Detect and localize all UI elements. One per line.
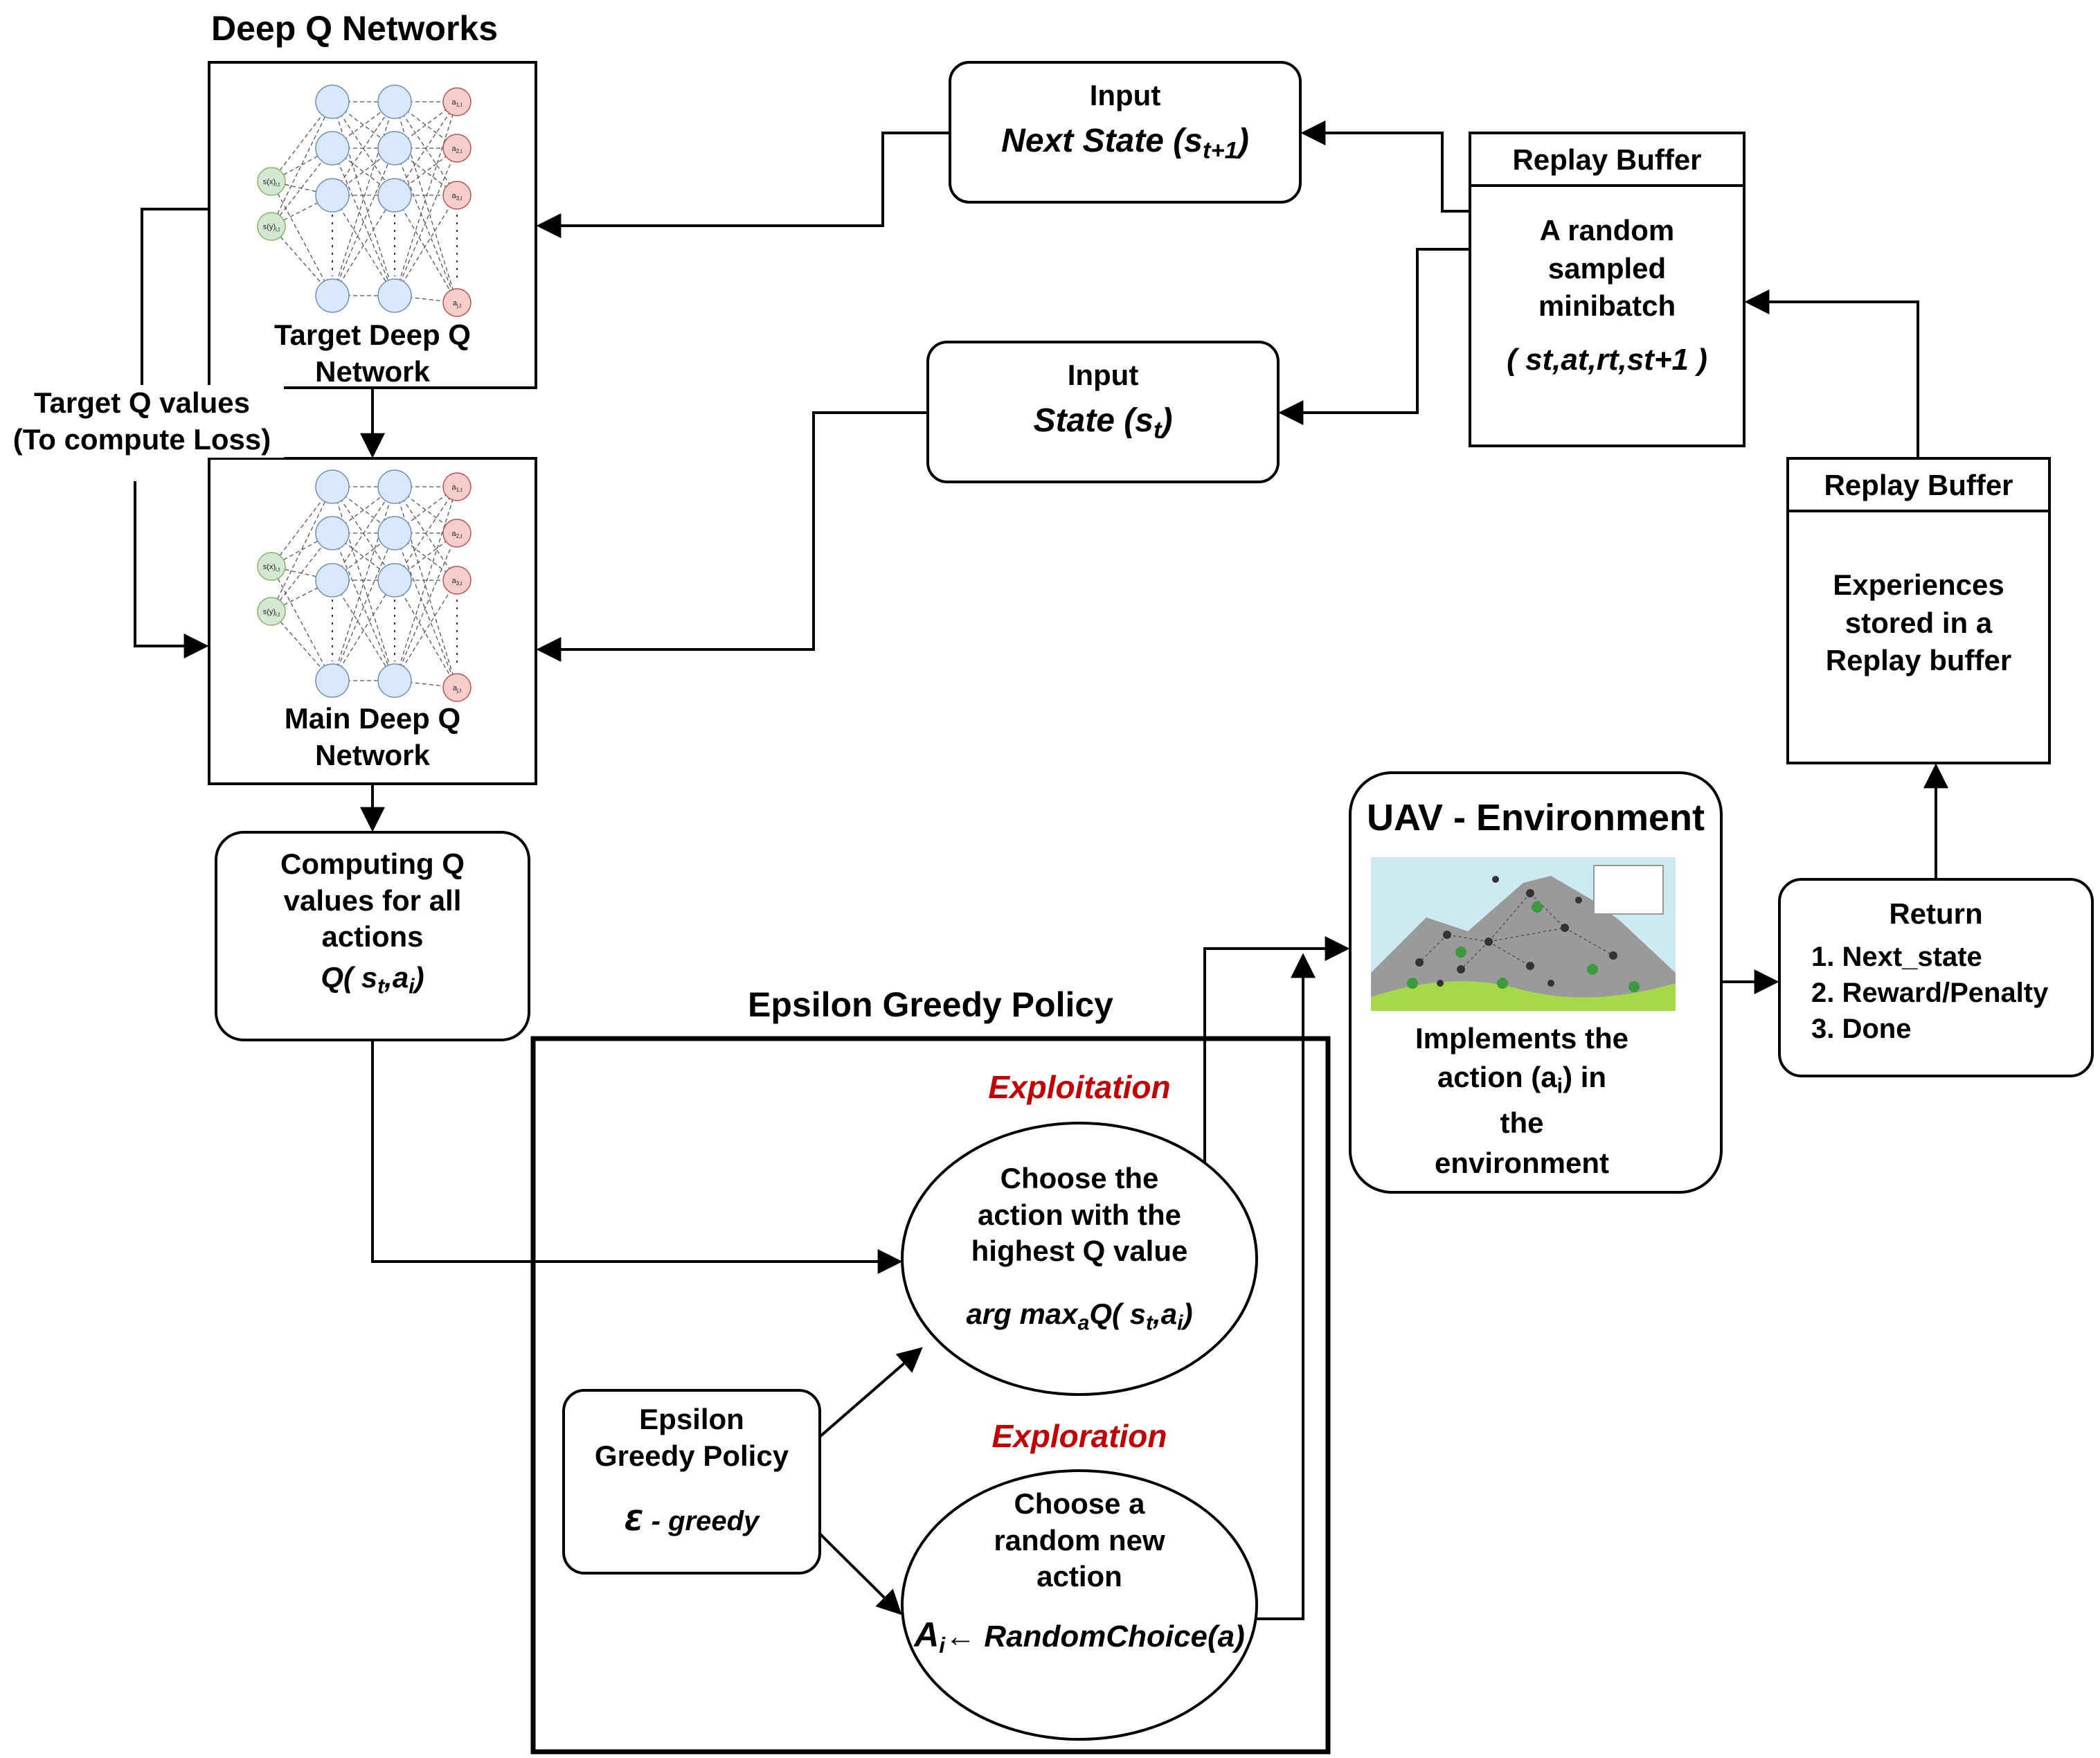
- target-network-diagram: s(x)i,ts(y)i,ta1,ta2,ta3,taj,t: [257, 84, 472, 317]
- compute-q-formula: Q( st,ai): [321, 961, 424, 998]
- replay-buffer-top-tuple: ( st,at,rt,st+1 ): [1507, 343, 1707, 377]
- uav-line1: Implements the: [1415, 1022, 1629, 1055]
- uav-environment-illustration: [1371, 857, 1676, 1011]
- uav-line3: the: [1500, 1106, 1544, 1139]
- arrow-target-q-values-2: [134, 481, 209, 658]
- uav-line2: action (ai) in: [1437, 1061, 1607, 1098]
- arrow-next-state-to-target: [536, 132, 950, 238]
- next-state-line2: Next State (st+1): [1001, 123, 1249, 164]
- replay-buffer-top-header: Replay Buffer: [1512, 143, 1702, 176]
- exploration-ellipse: [901, 1469, 1258, 1741]
- exploration-formula: Ai← RandomChoice(a): [914, 1615, 1245, 1658]
- replay-buffer-bottom-header: Replay Buffer: [1824, 469, 2013, 501]
- arrow-state-to-main: [536, 411, 928, 662]
- arrow-exploitation-to-uav: [1203, 936, 1350, 1163]
- uav-title: UAV - Environment: [1366, 797, 1705, 838]
- replay-buffer-bottom-box: [1786, 457, 2051, 764]
- main-network-diagram: s(x)i,ts(y)i,ta1,ta2,ta3,taj,t: [257, 469, 472, 702]
- return-item-3: 3. Done: [1811, 1014, 1912, 1044]
- epsilon-section-box: [530, 1036, 1331, 1755]
- exploitation-label: Exploitation: [988, 1069, 1171, 1105]
- arrow-replay-to-state: [1278, 248, 1470, 425]
- exploitation-formula: arg maxaQ( st,ai): [966, 1298, 1193, 1335]
- state-line1: Input: [1067, 359, 1139, 391]
- arrow-compute-to-exploitation: [371, 1040, 903, 1274]
- uav-line4: environment: [1434, 1147, 1610, 1179]
- epsilon-formula: ℇ - greedy: [624, 1506, 760, 1536]
- return-list: 1. Next_state 2. Reward/Penalty 3. Done: [1811, 939, 2048, 1047]
- arrow-exploration-to-uav: [1257, 953, 1316, 1620]
- return-item-2: 2. Reward/Penalty: [1811, 978, 2049, 1008]
- epsilon-section-title: Epsilon Greedy Policy: [748, 985, 1113, 1024]
- return-item-1: 1. Next_state: [1811, 942, 1982, 972]
- epsilon-policy-box: [562, 1389, 821, 1575]
- next-state-line1: Input: [1089, 79, 1161, 111]
- arrow-replay-bottom-to-top: [1744, 289, 1919, 458]
- state-line2: State (st): [1033, 402, 1173, 444]
- arrow-target-q-values: [141, 208, 209, 391]
- return-title: Return: [1889, 897, 1983, 930]
- target-q-values-label: Target Q values(To compute Loss): [0, 385, 284, 458]
- arrow-epsilon-to-exploitation: [818, 1347, 923, 1438]
- arrow-epsilon-to-exploration: [818, 1532, 902, 1615]
- deep-q-title: Deep Q Networks: [211, 9, 499, 48]
- arrow-replay-to-next-state: [1300, 120, 1470, 213]
- exploration-label: Exploration: [991, 1418, 1167, 1454]
